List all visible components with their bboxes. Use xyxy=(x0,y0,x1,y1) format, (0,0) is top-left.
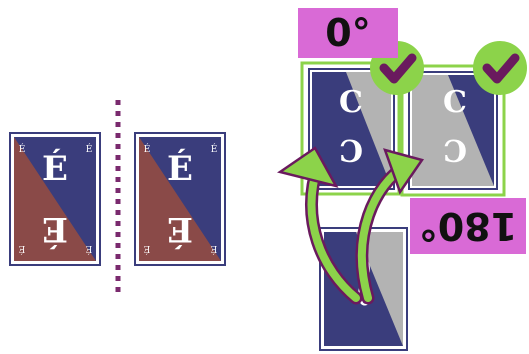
card-corner-index: É xyxy=(211,243,218,255)
card-corner-index: É xyxy=(211,143,218,155)
card-letter: C xyxy=(339,85,363,120)
card-letter: É xyxy=(167,148,193,189)
card-letter: C xyxy=(443,85,467,120)
check-icon xyxy=(473,41,527,95)
card-letter-inverted: C xyxy=(443,132,467,167)
card-letter: É xyxy=(42,148,68,189)
card-letter-inverted: É xyxy=(42,209,68,250)
card-letter-inverted: C xyxy=(339,132,363,167)
card-corner-index: É xyxy=(86,143,93,155)
curved-arrow-right xyxy=(355,148,425,305)
card-corner-index: É xyxy=(144,243,151,255)
card-left-1: É É É É É É xyxy=(9,132,101,266)
card-corner-index: É xyxy=(19,143,26,155)
rotation-label-0: 0° xyxy=(298,8,398,58)
card-corner-index: É xyxy=(144,143,151,155)
rotation-label-180: 180° xyxy=(410,198,526,254)
card-letter-inverted: É xyxy=(167,209,193,250)
card-left-2: É É É É É É xyxy=(134,132,226,266)
card-corner-index: É xyxy=(86,243,93,255)
card-rotated-180: C C xyxy=(400,64,506,197)
card-corner-index: É xyxy=(19,243,26,255)
curved-arrow-left xyxy=(277,146,363,305)
